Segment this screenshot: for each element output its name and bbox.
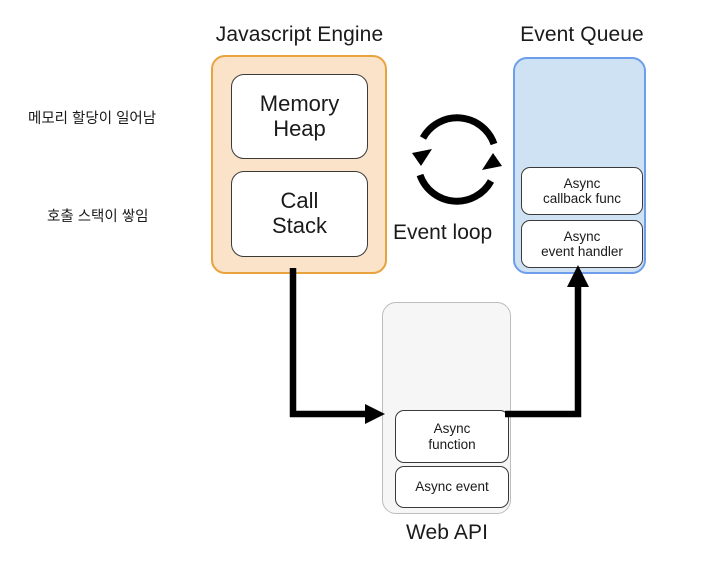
note-memory-allocation: 메모리 할당이 일어남 bbox=[28, 111, 157, 127]
async-function-label-line1: Async bbox=[433, 421, 471, 437]
call-stack-label-line1: Call bbox=[280, 188, 319, 214]
async-event-box: Async event bbox=[395, 466, 509, 508]
async-callback-func-box: Async callback func bbox=[521, 167, 643, 215]
web-api-title: Web API bbox=[405, 521, 489, 544]
event-loop-label: Event loop bbox=[393, 221, 493, 244]
async-callback-func-label-line1: Async bbox=[563, 175, 601, 191]
event-queue-title: Event Queue bbox=[520, 23, 644, 46]
arrow-web-api-to-event-queue bbox=[505, 262, 600, 418]
async-event-handler-label-line1: Async bbox=[563, 228, 601, 244]
arrow-js-engine-to-web-api bbox=[285, 268, 395, 424]
call-stack-label-line2: Stack bbox=[271, 213, 328, 238]
memory-heap-label-line2: Heap bbox=[273, 115, 326, 141]
async-event-label-line1: Async event bbox=[415, 479, 489, 495]
async-event-handler-box: Async event handler bbox=[521, 220, 643, 268]
memory-heap-box: Memory Heap bbox=[231, 74, 368, 159]
async-function-box: Async function bbox=[395, 410, 509, 463]
event-loop-icon bbox=[398, 103, 516, 215]
call-stack-box: Call Stack bbox=[231, 171, 368, 257]
async-function-label-line2: function bbox=[428, 436, 476, 452]
async-event-handler-label-line2: event handler bbox=[541, 244, 623, 259]
note-call-stack: 호출 스택이 쌓임 bbox=[47, 209, 149, 225]
memory-heap-label-line1: Memory bbox=[259, 90, 340, 116]
js-engine-title: Javascript Engine bbox=[215, 23, 384, 46]
async-callback-func-label-line2: callback func bbox=[542, 191, 622, 206]
